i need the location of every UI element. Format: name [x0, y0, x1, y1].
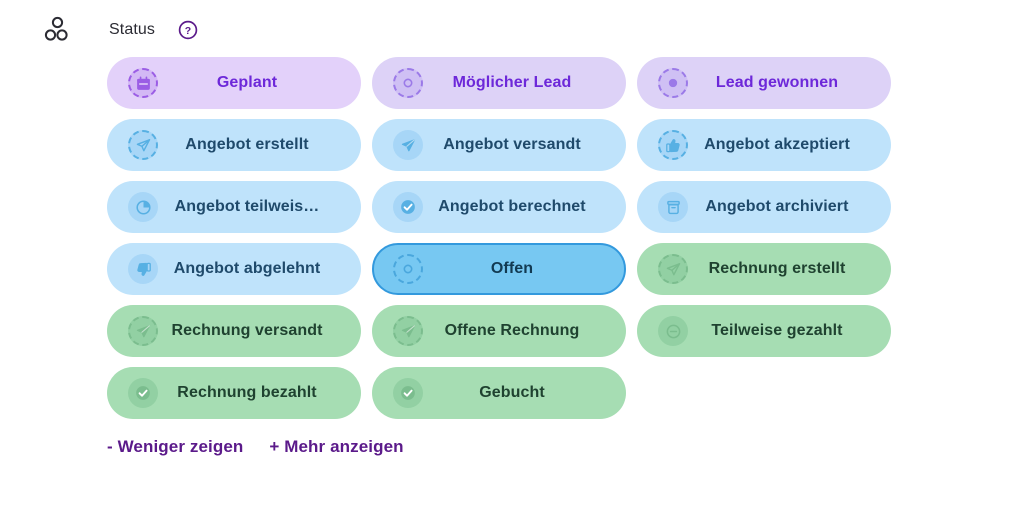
- pie-clock-icon: [128, 192, 158, 222]
- thumbs-up-icon: [658, 130, 688, 160]
- status-chip-icon-wrap: [127, 129, 159, 161]
- status-chip-icon-wrap: [657, 67, 689, 99]
- status-chip[interactable]: Offene Rechnung: [372, 305, 626, 357]
- panel-header: Status ?: [0, 0, 1024, 46]
- status-chip[interactable]: Teilweise gezahlt: [637, 305, 891, 357]
- send-filled-icon: [393, 130, 423, 160]
- archive-icon: [658, 192, 688, 222]
- status-chip[interactable]: Lead gewonnen: [637, 57, 891, 109]
- send-filled-icon: [128, 316, 158, 346]
- check-circle-icon: [128, 378, 158, 408]
- status-chip[interactable]: Angebot akzeptiert: [637, 119, 891, 171]
- show-more-link[interactable]: + Mehr anzeigen: [269, 437, 404, 456]
- send-outline-icon: [128, 130, 158, 160]
- status-chip-icon-wrap: [657, 253, 689, 285]
- status-chip[interactable]: Angebot erstellt: [107, 119, 361, 171]
- status-chip-icon-wrap: [657, 315, 689, 347]
- status-chip[interactable]: Möglicher Lead: [372, 57, 626, 109]
- send-filled-icon: [393, 316, 423, 346]
- circle-ring-icon: [393, 68, 423, 98]
- status-chip-icon-wrap: [392, 377, 424, 409]
- status-chip-icon-wrap: [127, 377, 159, 409]
- calendar-icon: [128, 68, 158, 98]
- show-less-link[interactable]: - Weniger zeigen: [107, 437, 244, 456]
- send-outline-icon: [658, 254, 688, 284]
- status-chip-icon-wrap: [127, 67, 159, 99]
- svg-text:?: ?: [185, 25, 191, 37]
- status-chip-icon-wrap: [392, 315, 424, 347]
- status-chip-icon-wrap: [127, 315, 159, 347]
- status-chip[interactable]: Rechnung bezahlt: [107, 367, 361, 419]
- panel-footer: - Weniger zeigen + Mehr anzeigen: [107, 437, 404, 457]
- status-chip[interactable]: Offen: [372, 243, 626, 295]
- check-circle-icon: [393, 192, 423, 222]
- status-chip[interactable]: Rechnung erstellt: [637, 243, 891, 295]
- status-chip[interactable]: Angebot abgelehnt: [107, 243, 361, 295]
- status-chip-icon-wrap: [392, 129, 424, 161]
- circle-ring-icon: [393, 254, 423, 284]
- group-circles-icon: [41, 14, 73, 46]
- check-circle-icon: [393, 378, 423, 408]
- status-chip[interactable]: Geplant: [107, 57, 361, 109]
- status-chip-icon-wrap: [392, 191, 424, 223]
- status-chip[interactable]: Gebucht: [372, 367, 626, 419]
- status-chip[interactable]: Rechnung versandt: [107, 305, 361, 357]
- status-chip-icon-wrap: [127, 191, 159, 223]
- circle-dot-icon: [658, 68, 688, 98]
- minus-circle-icon: [658, 316, 688, 346]
- thumbs-down-icon: [128, 254, 158, 284]
- page-title: Status: [109, 21, 155, 38]
- status-chip-icon-wrap: [657, 191, 689, 223]
- status-chip[interactable]: Angebot teilweis…: [107, 181, 361, 233]
- help-circle-icon[interactable]: ?: [178, 20, 198, 40]
- status-chip-icon-wrap: [127, 253, 159, 285]
- status-chip-icon-wrap: [392, 67, 424, 99]
- status-chip[interactable]: Angebot archiviert: [637, 181, 891, 233]
- status-chip[interactable]: Angebot versandt: [372, 119, 626, 171]
- status-chip-icon-wrap: [392, 253, 424, 285]
- status-chip-icon-wrap: [657, 129, 689, 161]
- status-chip[interactable]: Angebot berechnet: [372, 181, 626, 233]
